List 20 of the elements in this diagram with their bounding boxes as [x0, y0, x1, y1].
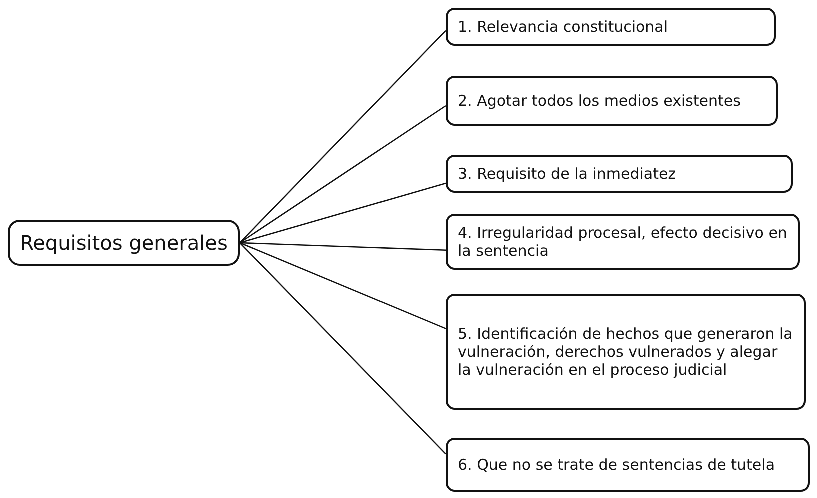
connector-line — [240, 242, 446, 252]
root-box — [8, 220, 240, 266]
connector-line — [240, 105, 446, 244]
node-text: 1. Relevancia constitucional — [458, 18, 668, 36]
node-text: 2. Agotar todos los medios existentes — [458, 92, 741, 110]
node-text: 5. Identificación de hechos que generaron la vulneración, derechos vulnerados y alegar la vulneración en el proceso judicial — [458, 325, 794, 379]
item-box — [446, 294, 806, 410]
connector-line — [240, 242, 446, 330]
connector-line — [240, 242, 446, 455]
item-box — [446, 438, 810, 492]
item-box — [446, 8, 776, 46]
item-box — [446, 155, 793, 193]
node-text: 6. Que no se trate de sentencias de tutela — [458, 456, 776, 474]
connector-line — [240, 182, 446, 244]
node-text: 3. Requisito de la inmediatez — [458, 165, 676, 183]
node-text: 4. Irregularidad procesal, efecto decisivo en la sentencia — [458, 224, 788, 260]
item-box — [446, 214, 800, 270]
item-box — [446, 76, 778, 126]
node-text: Requisitos generales — [20, 234, 228, 252]
connector-line — [240, 30, 446, 244]
